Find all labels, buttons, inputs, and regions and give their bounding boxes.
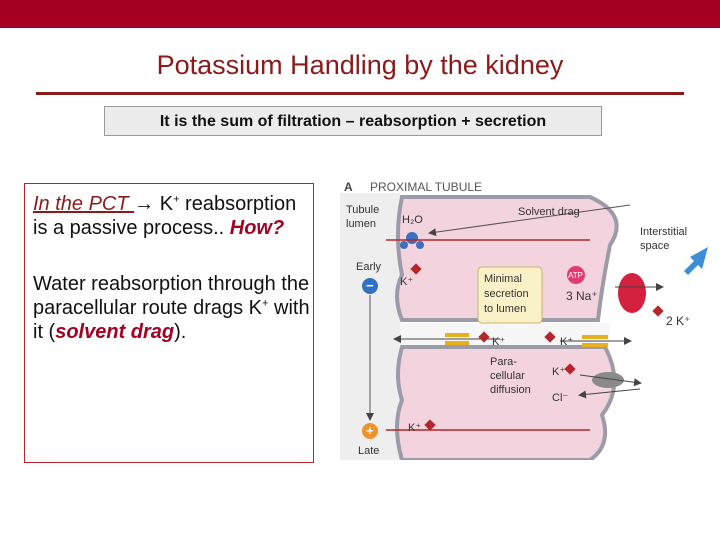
diffusion-arrow-2 xyxy=(578,388,641,399)
proximal-tubule-diagram: A PROXIMAL TUBULE Tubule lumen H₂O Early… xyxy=(340,180,708,460)
k-ion-right xyxy=(544,331,556,343)
k-ion-mid xyxy=(478,331,490,343)
k-late-label: K⁺ xyxy=(408,422,421,434)
k-early-label: K⁺ xyxy=(400,276,413,288)
lower-cell xyxy=(395,345,617,460)
plus-sign: + xyxy=(366,423,374,438)
paracellular-label-1: Para- xyxy=(490,356,517,368)
k-charge: + xyxy=(173,193,180,206)
tight-junction-icon xyxy=(592,372,624,388)
early-label: Early xyxy=(356,261,382,273)
upper-cell xyxy=(395,195,619,322)
atp-label: ATP xyxy=(568,271,583,280)
solvent-drag-arrow xyxy=(428,204,631,237)
k-mid-label: K⁺ xyxy=(492,336,505,348)
top-accent-bar xyxy=(0,0,720,28)
paracellular-label-3: diffusion xyxy=(490,384,531,396)
basolateral-channel-lower xyxy=(582,343,608,347)
minus-sign: − xyxy=(366,278,374,293)
water-h-atom-2 xyxy=(416,241,424,249)
panel-title: PROXIMAL TUBULE xyxy=(370,180,482,194)
atp-icon xyxy=(567,266,585,284)
reabsorption-text: reabsorption is a passive process.. xyxy=(33,193,297,239)
k-ion-channel xyxy=(564,363,576,375)
panel-letter: A xyxy=(344,180,353,194)
water-molecule-icon xyxy=(406,232,418,244)
late-label: Late xyxy=(358,445,379,457)
pct-paragraph: In the PCT → K+ reabsorption is a passiv… xyxy=(33,192,313,240)
tubule-lumen-label-2: lumen xyxy=(346,218,376,230)
k-charge-2: + xyxy=(262,297,269,310)
minimal-secretion-2: secretion xyxy=(484,288,529,300)
na-label: 3 Na⁺ xyxy=(566,289,598,303)
k-right-label: K⁺ xyxy=(560,336,573,348)
h2o-label: H₂O xyxy=(402,214,423,226)
pct-label: In the PCT xyxy=(33,193,135,215)
with-it-text: with it ( xyxy=(33,297,310,343)
k-ion-basolateral xyxy=(652,305,664,317)
water-h-atom xyxy=(400,241,408,249)
chloride-label: Cl⁻ xyxy=(552,392,568,404)
k-channel-label: K⁺ xyxy=(552,366,565,378)
how-question: How? xyxy=(229,217,285,239)
arrow-k: → K xyxy=(134,193,174,215)
blue-arrow-icon xyxy=(684,247,708,275)
solvent-drag-term: solvent drag xyxy=(55,321,175,343)
apical-channel-upper xyxy=(445,333,469,337)
interstitial-label-2: space xyxy=(640,240,669,252)
two-k-label: 2 K⁺ xyxy=(666,314,690,328)
tubule-lumen-label-1: Tubule xyxy=(346,204,379,216)
explanation-textbox: In the PCT → K+ reabsorption is a passiv… xyxy=(24,183,314,463)
subtitle-box: It is the sum of filtration – reabsorpti… xyxy=(104,106,602,136)
interstitial-label-1: Interstitial xyxy=(640,226,687,238)
minimal-secretion-1: Minimal xyxy=(484,273,522,285)
early-minus-icon xyxy=(362,278,378,294)
solvent-drag-paragraph: Water reabsorption through the paracellu… xyxy=(33,272,313,344)
diffusion-arrow-1 xyxy=(579,374,642,387)
paracellular-label-2: cellular xyxy=(490,370,525,382)
closing-text: ). xyxy=(174,321,187,343)
na-k-pump-icon xyxy=(618,273,646,313)
minimal-secretion-box xyxy=(477,266,543,324)
page-title: Potassium Handling by the kidney xyxy=(156,50,564,80)
minimal-secretion-3: to lumen xyxy=(484,303,526,315)
basolateral-channel-upper xyxy=(582,335,608,339)
apical-channel-lower xyxy=(445,341,469,345)
water-text: Water reabsorption through the paracellu… xyxy=(33,273,310,319)
solvent-drag-label: Solvent drag xyxy=(518,206,580,218)
late-plus-icon xyxy=(362,423,378,439)
title-underline xyxy=(36,92,684,95)
